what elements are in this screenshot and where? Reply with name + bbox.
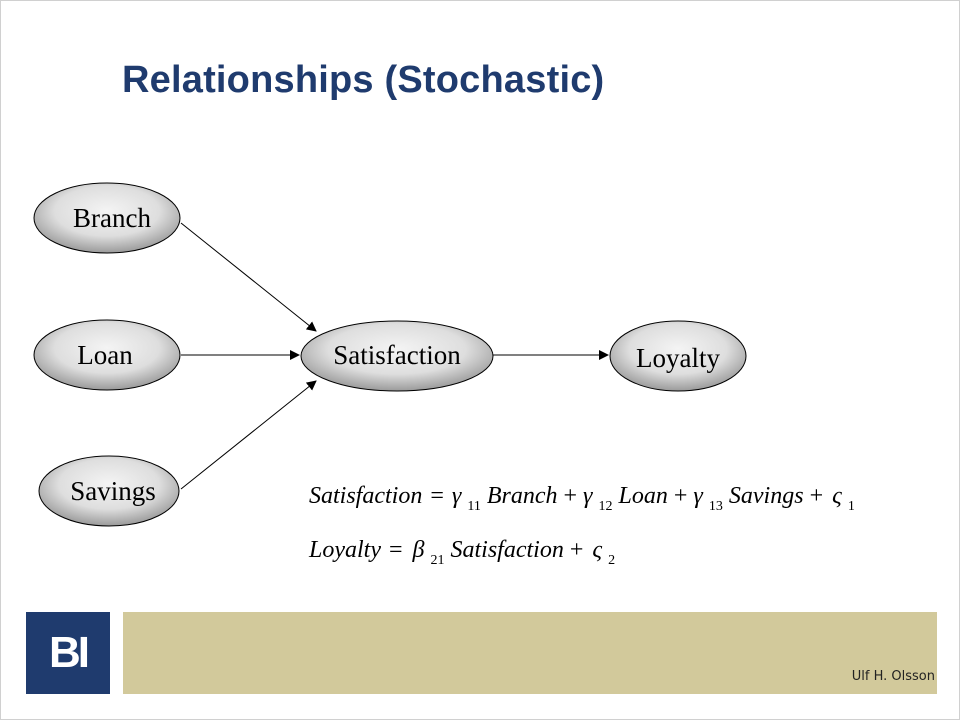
slide-title: Relationships (Stochastic) [122,59,605,101]
eq1-savings: Savings [729,483,804,509]
equation-loyalty: Loyalty = β 21 Satisfaction + ς 2 [308,537,615,570]
eq1-zeta: ς [832,483,842,509]
author-name: Ulf H. Olsson [851,669,935,684]
eq1-loan: Loan [618,483,668,509]
node-loyalty: Loyalty [609,320,747,392]
eq1-branch: Branch [487,483,558,509]
eq1-plus-1: + [564,483,578,509]
eq2-plus-1: + [570,537,584,563]
node-loan: Loan [33,319,181,391]
node-savings: Savings [38,455,180,527]
eq2-zeta: ς [592,537,602,563]
arrow-savings-to-satisfaction [180,380,317,490]
eq2-beta-21: β [412,537,425,563]
eq2-equals: = [389,537,403,563]
eq2-lhs: Loyalty [308,537,381,563]
arrow-branch-to-satisfaction [180,222,317,332]
eq1-gamma-13: γ [693,483,703,509]
node-satisfaction: Satisfaction [300,320,494,392]
eq1-gamma-12: γ [583,483,593,509]
equation-satisfaction: Satisfaction = γ 11 Branch + γ 12 Loan +… [309,483,855,516]
eq2-beta-21-sub: 21 [431,553,445,568]
eq1-gamma-11-sub: 11 [467,499,480,514]
footer-band [123,612,937,694]
eq2-satisfaction: Satisfaction [451,537,564,563]
eq1-plus-2: + [674,483,688,509]
node-savings-label: Savings [70,476,156,506]
node-loan-label: Loan [77,340,133,370]
eq1-equals: = [430,483,444,509]
eq1-gamma-13-sub: 13 [709,499,723,514]
eq1-plus-3: + [810,483,824,509]
eq1-lhs: Satisfaction [309,483,422,509]
path-diagram: Branch Loan Savings Satisfaction Loyalty… [33,182,855,570]
eq1-gamma-11: γ [452,483,462,509]
node-loyalty-label: Loyalty [636,343,720,373]
node-branch-label: Branch [73,203,151,233]
node-satisfaction-label: Satisfaction [333,340,461,370]
eq1-gamma-12-sub: 12 [599,499,613,514]
bi-logo: BI [26,612,110,694]
node-branch: Branch [33,182,181,254]
eq2-zeta-sub: 2 [608,553,615,568]
bi-logo-text: BI [49,628,90,677]
eq1-zeta-sub: 1 [848,499,855,514]
